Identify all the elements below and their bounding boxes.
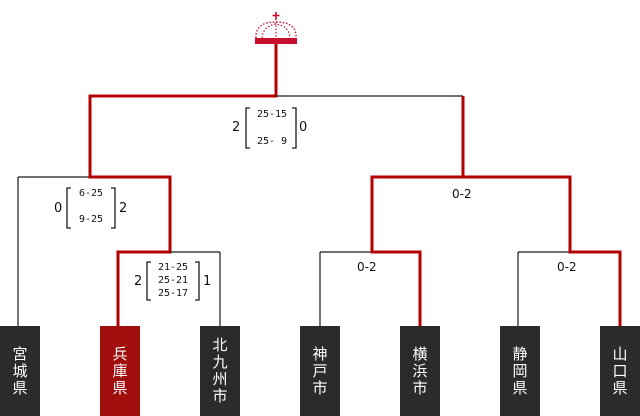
semi-left-set-1: 6-25 (78, 188, 104, 199)
team-miyagi: 宮城県 (0, 326, 40, 416)
final-score-left: 2 (232, 120, 241, 135)
semi-left-score-right: 2 (119, 201, 128, 216)
r1-left-score-right: 1 (203, 274, 212, 289)
team-hyogo: 兵庫県 (100, 326, 140, 416)
r1-shizuoka-yamaguchi-result: 0-2 (557, 260, 577, 274)
team-kitakyushu: 北九州市 (200, 326, 240, 416)
r1-left-set-3: 25-17 (157, 288, 189, 299)
r1-left-set-2: 25-21 (157, 275, 189, 286)
semi-right-result: 0-2 (452, 187, 472, 201)
r1-left-score-left: 2 (134, 274, 143, 289)
semi-left-set-2: 9-25 (78, 214, 104, 225)
final-set-2: 25- 9 (256, 136, 288, 147)
team-yamaguchi: 山口県 (600, 326, 640, 416)
semi-left-score-left: 0 (54, 201, 63, 216)
r1-kobe-yokohama-result: 0-2 (357, 260, 377, 274)
team-yokohama: 横浜市 (400, 326, 440, 416)
final-score-right: 0 (299, 120, 308, 135)
r1-left-set-1: 21-25 (157, 262, 189, 273)
final-set-1: 25-15 (256, 109, 288, 120)
team-shizuoka: 静岡県 (500, 326, 540, 416)
team-kobe: 神戸市 (300, 326, 340, 416)
crown-icon (255, 12, 297, 44)
